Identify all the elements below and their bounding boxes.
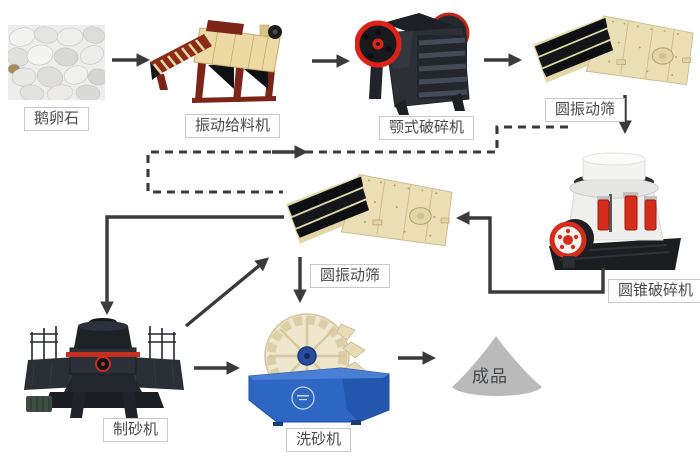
jaw-crusher-image <box>355 12 470 115</box>
pebbles-caption: 鹅卵石 <box>24 107 90 131</box>
arrow-screen-mid-to-sandmaker <box>100 215 284 316</box>
vibrating-screen-top-image <box>532 15 694 86</box>
railings <box>30 326 176 366</box>
screen-decks <box>534 17 614 77</box>
sand-maker-image <box>24 318 184 418</box>
screen-top-caption: 圆振动筛 <box>545 98 626 122</box>
jaw-crusher-caption: 颚式破碎机 <box>379 116 475 140</box>
product-label: 成品 <box>472 367 508 386</box>
product-pile-image <box>452 336 542 396</box>
feeder-chutes <box>208 65 268 89</box>
cone-crusher-image <box>549 152 681 270</box>
motor <box>26 396 52 412</box>
sand-maker-caption: 制砂机 <box>103 418 169 442</box>
cone-drive-wheel <box>549 219 594 259</box>
cone-crusher-caption: 圆锥破碎机 <box>608 279 700 303</box>
vibrating-screen-mid-image <box>286 173 453 247</box>
screen-mid-caption: 圆振动筛 <box>310 264 391 288</box>
sand-washer-caption: 洗砂机 <box>286 428 352 452</box>
grizzly-deck <box>150 34 212 80</box>
feeder-caption: 振动给料机 <box>185 114 281 138</box>
sand-washer-image <box>248 313 390 426</box>
feeder-top-box <box>206 20 244 35</box>
pebbles-image <box>8 25 105 100</box>
flywheel <box>355 20 402 68</box>
washer-tank <box>248 367 390 423</box>
rotor-top <box>74 326 132 348</box>
vibrating-feeder-image <box>150 20 282 103</box>
hydraulic-cylinders <box>597 192 657 231</box>
